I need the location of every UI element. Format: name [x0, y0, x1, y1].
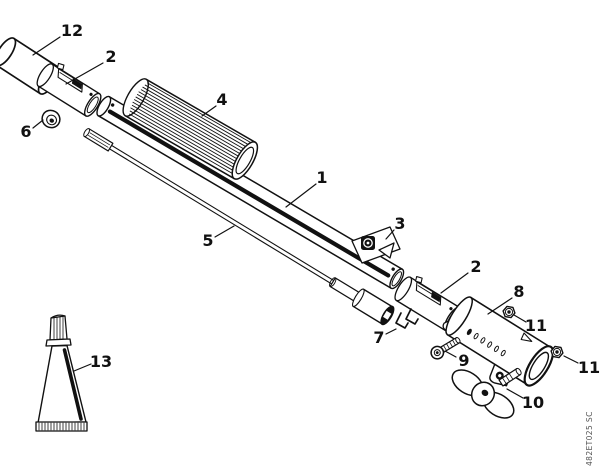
part-grip-sleeve: [122, 78, 259, 180]
callout-6: 6: [20, 122, 31, 141]
callout-8: 8: [513, 282, 524, 301]
part-wing-screw: [451, 367, 522, 419]
part-grease-tube: [35, 314, 88, 432]
callout-11-upper: 11: [525, 316, 547, 335]
callout-13: 13: [90, 352, 112, 371]
part-nut-on-sleeve: [502, 305, 516, 319]
part-coupling-sleeve: [442, 296, 555, 387]
callout-3: 3: [394, 214, 405, 233]
callout-12: 12: [61, 21, 83, 40]
part-nut: [41, 109, 61, 129]
part-drive-shaft: [83, 128, 395, 326]
callout-11-right: 11: [578, 358, 600, 377]
part-screw: [430, 337, 461, 360]
callout-2-lower: 2: [470, 257, 481, 276]
leader-lines: [32, 36, 579, 399]
callout-7: 7: [373, 328, 384, 347]
callout-2-upper: 2: [105, 47, 116, 66]
callout-1: 1: [316, 168, 327, 187]
callout-10: 10: [522, 393, 544, 412]
part-retaining-clip: [395, 308, 419, 329]
part-nut-right: [550, 345, 564, 359]
callout-9: 9: [458, 351, 469, 370]
part-coupling-plug-upper: [36, 62, 102, 117]
part-information-label: [351, 226, 401, 264]
callout-4: 4: [216, 90, 227, 109]
part-coupling-plug-lower: [394, 275, 462, 332]
drawing-code: 482ET025 SC: [585, 411, 594, 466]
callout-5: 5: [202, 231, 213, 250]
